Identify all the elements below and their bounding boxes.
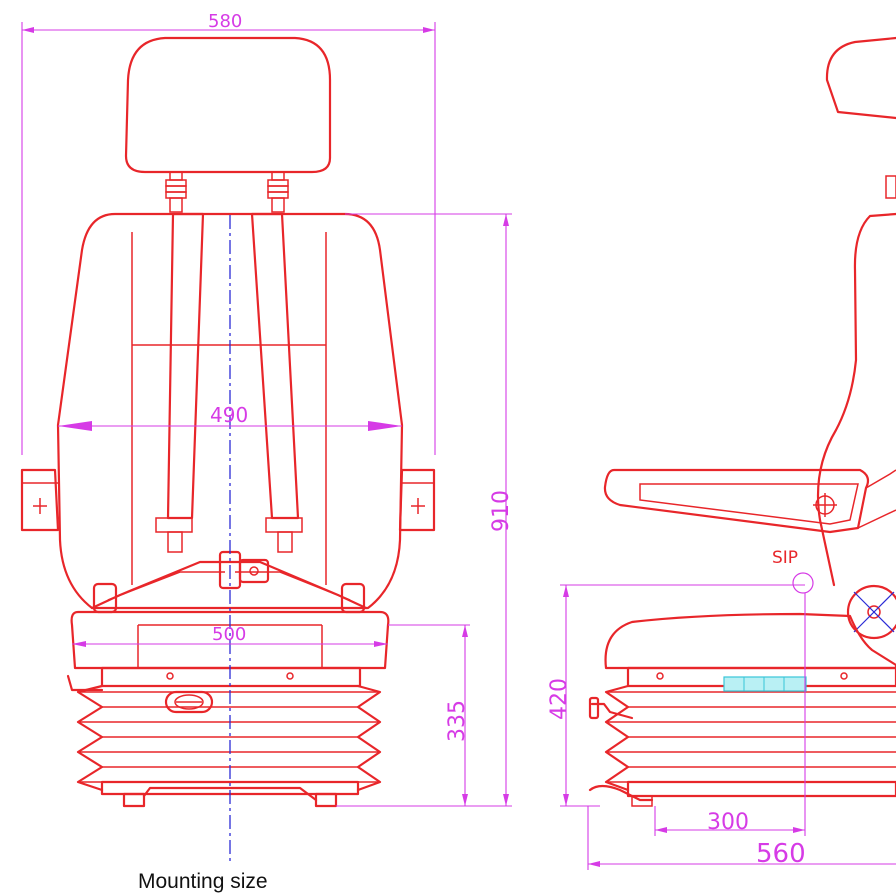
side-backrest	[816, 212, 896, 587]
side-headrest	[825, 36, 896, 120]
dim-cushion-width: 500	[212, 624, 246, 645]
sip-label: SIP	[772, 548, 798, 568]
headrest-post-right	[267, 171, 289, 213]
side-seat-cushion	[604, 612, 896, 670]
dim-overall-height: 910	[489, 490, 514, 532]
front-view	[20, 36, 436, 865]
armrest-right	[398, 468, 436, 532]
mounting-size-caption: Mounting size	[138, 870, 268, 893]
dim-suspension-height: 335	[445, 700, 470, 742]
suspension-bellows	[66, 666, 382, 796]
recline-pivot	[846, 584, 896, 640]
dim-backrest-width: 490	[210, 403, 248, 427]
dim-overall-depth: 560	[756, 839, 806, 869]
height-indicator	[723, 676, 807, 692]
weight-adjust-knob	[164, 690, 214, 714]
dim-sip-offset: 300	[707, 810, 749, 835]
headrest-post-left	[165, 171, 187, 213]
seat-cushion	[70, 610, 390, 670]
dim-overall-width: 580	[208, 11, 242, 32]
headrest	[124, 36, 332, 174]
side-suspension-bellows	[588, 666, 896, 807]
seatbelt-left	[166, 212, 205, 520]
sip-marker	[792, 572, 814, 594]
seatbelt-right	[250, 212, 300, 520]
side-armrest	[603, 468, 870, 534]
dimension-lines: 580 490 500 335 910 420	[21, 11, 896, 870]
backrest	[56, 212, 404, 610]
armrest-left	[20, 468, 60, 532]
dim-sip-height: 420	[547, 678, 572, 720]
side-view: SIP	[588, 36, 896, 807]
